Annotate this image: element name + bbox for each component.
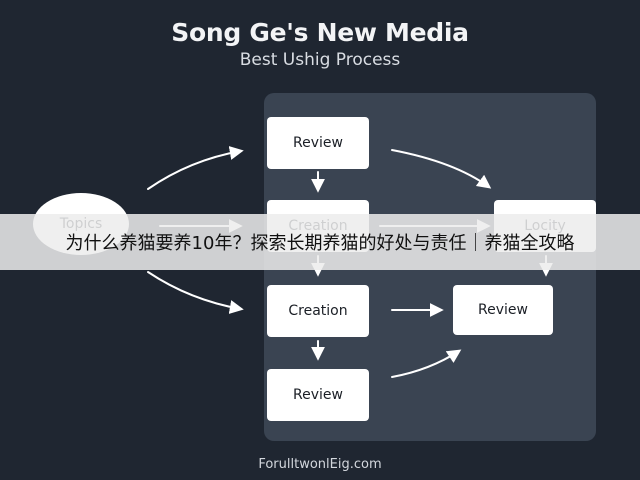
node-review-top: Review [267,117,369,169]
arrow-topics-to-review [147,146,244,190]
diagram-title: Song Ge's New Media [171,18,469,47]
diagram-subtitle: Best Ushig Process [239,50,401,70]
caption-banner: 为什么养猫要养10年？探索长期养猫的好处与责任｜养猫全攻略 [0,214,640,270]
arrow-review-to-locity [391,149,492,189]
arrow-review-bottom-up [391,349,462,378]
caption-text: 为什么养猫要养10年？探索长期养猫的好处与责任｜养猫全攻略 [65,233,575,254]
footer-url: ForulltwonlEig.com [258,457,382,472]
arrow-topics-to-creation-low [147,271,244,314]
node-creation-low: Creation [267,285,369,337]
node-review-right: Review [453,285,553,335]
node-review-bottom: Review [267,369,369,421]
